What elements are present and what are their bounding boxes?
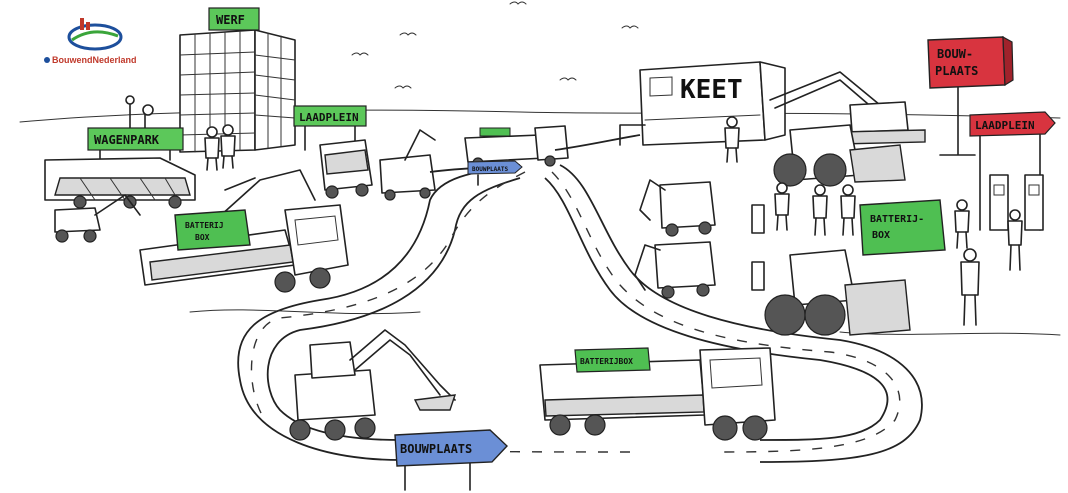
charging-posts-right <box>989 174 1044 231</box>
logo-text: BouwendNederland <box>52 55 137 65</box>
sign-wagenpark-text: WAGENPARK <box>94 133 160 147</box>
battery-box-1-line2: BOX <box>195 233 210 242</box>
sign-bouwplaats-red-line1: BOUW- <box>937 47 973 61</box>
wheel-loader-top <box>773 124 906 187</box>
antenna-posts <box>125 95 154 143</box>
wheel-loader-bottom <box>764 249 911 336</box>
trucks-laadplein <box>319 129 436 201</box>
sign-bouwplaats-small-text: BOUWPLAATS <box>472 166 509 173</box>
battery-box-1-line1: BATTERIJ <box>185 221 224 230</box>
workers-office <box>204 124 236 171</box>
sign-bouwplaats-arrow: BOUWPLAATS <box>394 429 508 491</box>
sign-bouwplaats-red: BOUW- PLAATS <box>927 35 1014 156</box>
truck-center-top <box>464 125 569 169</box>
keet-building: KEET <box>619 61 786 146</box>
dump-truck-bottom <box>539 347 776 441</box>
sign-wagenpark: WAGENPARK <box>87 127 184 161</box>
truck-with-crane <box>139 169 349 293</box>
sign-keet-text: KEET <box>680 75 743 105</box>
office-building <box>179 29 296 153</box>
sign-bouwplaats-arrow-text: BOUWPLAATS <box>400 442 472 456</box>
battery-box-2-line1: BATTERIJ- <box>870 214 924 225</box>
sign-bouwplaats-small: BOUWPLAATS <box>467 160 523 186</box>
battery-box-2-line2: BOX <box>872 230 890 241</box>
worker-keet <box>724 116 740 163</box>
horizon-line <box>19 109 1061 123</box>
wagenpark-vehicles <box>44 157 196 243</box>
battery-box-3-text: BATTERIJBOX <box>580 357 633 366</box>
bouwend-nederland-logo: BouwendNederland <box>44 18 137 65</box>
mini-excavators <box>634 179 765 299</box>
sign-laadplein-left-text: LAADPLEIN <box>299 111 359 124</box>
ground-line <box>189 309 421 315</box>
workers-right <box>774 182 1023 326</box>
sign-werf: WERF <box>208 7 260 31</box>
sign-werf-text: WERF <box>216 13 245 27</box>
sign-laadplein-left: LAADPLEIN <box>293 105 367 151</box>
battery-box-2: BATTERIJ- BOX <box>859 199 946 256</box>
sign-laadplein-right-text: LAADPLEIN <box>975 119 1035 132</box>
sign-bouwplaats-red-line2: PLAATS <box>935 64 978 78</box>
battery-box-1: BATTERIJ BOX <box>174 209 251 251</box>
excavator-top-right <box>769 71 926 145</box>
battery-box-3: BATTERIJBOX <box>574 347 651 373</box>
birds <box>351 1 639 89</box>
excavator-bottom <box>289 329 457 441</box>
